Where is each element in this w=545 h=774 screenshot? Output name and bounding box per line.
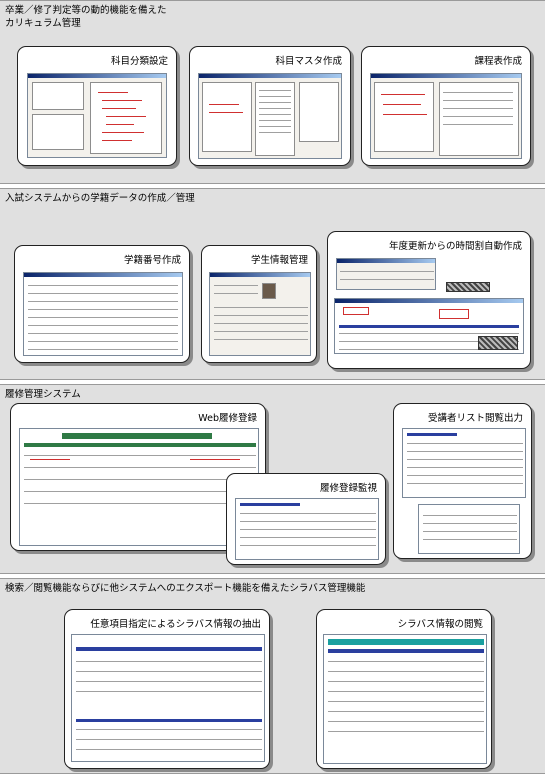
section-title: 検索／閲覧機能ならびに他システムへのエクスポート機能を備えたシラバス管理機能 [5,583,366,594]
card-syllabus-view[interactable]: シラバス情報の閲覧 [316,609,492,769]
card-title: 学生情報管理 [250,255,308,266]
card-syllabus-extract[interactable]: 任意項目指定によるシラバス情報の抽出 [64,609,270,769]
card-title: 受講者リスト閲覧出力 [427,413,523,424]
progress-indicator [478,336,518,350]
card-title: 任意項目指定によるシラバス情報の抽出 [90,619,261,630]
section-course-registration: 履修管理システム Web履修登録 受講者リスト閲覧出力 [0,384,545,574]
screenshot-thumbnail [209,272,311,356]
card-registration-monitor[interactable]: 履修登録監視 [226,473,386,565]
card-subject-master[interactable]: 科目マスタ作成 [189,46,351,166]
card-student-number[interactable]: 学籍番号作成 [14,245,190,363]
card-title: Web履修登録 [198,413,257,424]
progress-indicator [446,282,490,292]
section-curriculum: 卒業／修了判定等の動的機能を備えた カリキュラム管理 科目分類設定 科目マスタ作… [0,0,545,184]
section-title: 履修管理システム [5,389,81,400]
section-student-records: 入試システムからの学籍データの作成／管理 学籍番号作成 学生情報管理 [0,188,545,380]
screenshot-thumbnail [323,634,487,764]
screenshot-thumbnail [336,258,436,290]
card-title: 科目分類設定 [110,56,168,67]
section-title: 入試システムからの学籍データの作成／管理 [5,193,195,204]
screenshot-thumbnail [235,498,379,560]
card-title: 科目マスタ作成 [275,56,342,67]
card-title: 課程表作成 [474,56,522,67]
screenshot-thumbnail [370,73,522,159]
screenshot-thumbnail [27,73,167,158]
card-timetable-generation[interactable]: 年度更新からの時間割自動作成 [327,231,531,369]
card-student-info[interactable]: 学生情報管理 [201,245,317,363]
section-title: 卒業／修了判定等の動的機能を備えた カリキュラム管理 [5,5,167,29]
card-title: シラバス情報の閲覧 [397,619,483,630]
card-web-registration[interactable]: Web履修登録 [10,403,266,551]
screenshot-thumbnail [402,428,526,498]
card-title: 履修登録監視 [319,483,377,494]
screenshot-thumbnail [198,73,342,159]
screenshot-thumbnail [71,634,265,762]
section-syllabus: 検索／閲覧機能ならびに他システムへのエクスポート機能を備えたシラバス管理機能 任… [0,578,545,774]
screenshot-thumbnail [19,428,259,546]
card-curriculum-table[interactable]: 課程表作成 [361,46,531,166]
card-subject-classification[interactable]: 科目分類設定 [17,46,177,166]
card-attendee-list[interactable]: 受講者リスト閲覧出力 [393,403,532,559]
screenshot-thumbnail [334,298,524,354]
screenshot-thumbnail [418,504,520,554]
card-title: 学籍番号作成 [123,255,181,266]
card-title: 年度更新からの時間割自動作成 [388,241,522,252]
screenshot-thumbnail [23,272,183,356]
